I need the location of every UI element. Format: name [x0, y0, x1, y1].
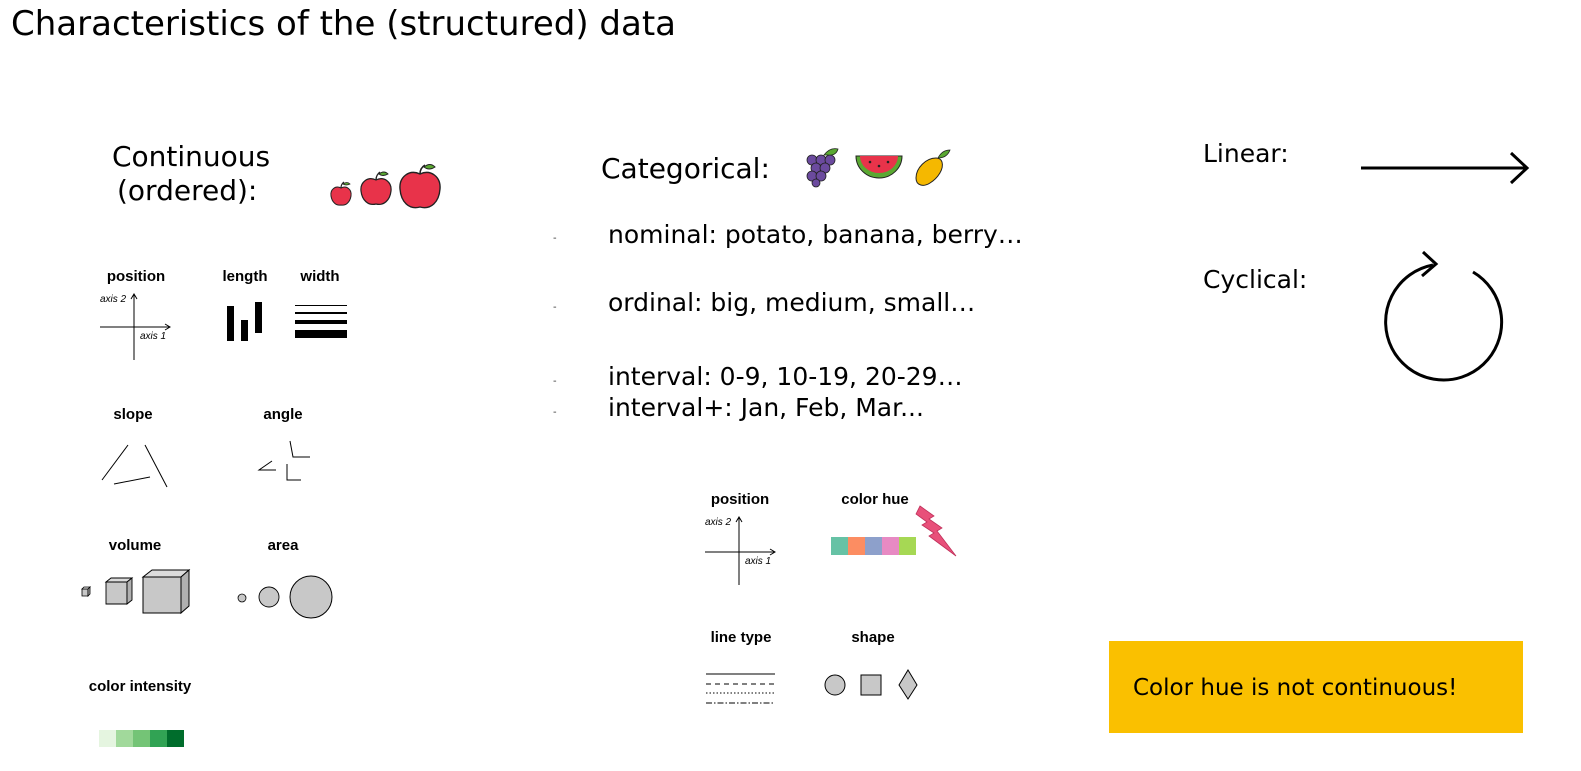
- hue-swatch: [831, 537, 848, 555]
- apple-icon-large: [399, 164, 441, 209]
- categorical-axis1-label: axis 1: [745, 556, 772, 567]
- page-title: Characteristics of the (structured) data: [11, 4, 676, 44]
- color-intensity-label: color intensity: [88, 678, 192, 695]
- line-type-label: line type: [710, 629, 772, 646]
- apple-icon-medium: [360, 171, 392, 205]
- hue-swatch: [882, 537, 899, 555]
- circle-shape-icon: [824, 674, 846, 696]
- length-bars-icon: [227, 302, 262, 341]
- cube-icon-large: [141, 568, 191, 615]
- apple-icon: [330, 164, 441, 209]
- diamond-shape-icon: [898, 669, 918, 700]
- continuous-heading-line1: Continuous: [112, 140, 271, 173]
- width-label: width: [300, 268, 340, 285]
- watermelon-icon: [855, 155, 903, 179]
- color-intensity-swatches: [99, 730, 184, 747]
- grapes-icon: [806, 148, 839, 188]
- cyclical-arrow-icon: [1384, 250, 1504, 382]
- color-hue-swatches: [831, 537, 916, 555]
- ordinal-line: ordinal: big, medium, small…: [608, 288, 976, 317]
- intensity-swatch: [150, 730, 167, 747]
- hue-swatch: [899, 537, 916, 555]
- cyclical-label: Cyclical:: [1203, 265, 1308, 294]
- mango-icon: [915, 149, 951, 186]
- cube-icon-small: [81, 586, 91, 597]
- continuous-position-axes-icon: [100, 293, 171, 360]
- intensity-swatch: [99, 730, 116, 747]
- length-label: length: [222, 268, 268, 285]
- cube-icon-medium: [104, 577, 134, 605]
- shape-icons: [824, 669, 918, 700]
- categorical-heading: Categorical:: [601, 152, 770, 185]
- volume-label: volume: [108, 537, 162, 554]
- linear-arrow-icon: [1361, 151, 1530, 185]
- continuous-position-label: position: [106, 268, 166, 285]
- volume-cubes-icon: [81, 568, 191, 615]
- categorical-axis2-label: axis 2: [705, 517, 732, 528]
- linear-label: Linear:: [1203, 139, 1289, 168]
- square-shape-icon: [860, 674, 882, 696]
- width-lines-icon: [295, 305, 347, 338]
- slope-lines-icon: [101, 444, 168, 488]
- fruit-icons: [806, 148, 951, 188]
- slope-label: slope: [113, 406, 153, 423]
- lightning-icon: [915, 505, 957, 557]
- area-label: area: [267, 537, 299, 554]
- note-box: Color hue is not continuous!: [1109, 641, 1523, 733]
- continuous-axis1-label: axis 1: [140, 331, 167, 342]
- angle-lines-icon: [257, 440, 310, 481]
- interval-plus-line: interval+: Jan, Feb, Mar...: [608, 393, 924, 422]
- line-type-icon: [706, 673, 775, 704]
- bullet-dash: -: [553, 376, 557, 387]
- intensity-swatch: [167, 730, 184, 747]
- color-hue-label: color hue: [841, 491, 909, 508]
- bullet-dash: -: [553, 233, 557, 244]
- bullet-dash: -: [553, 302, 557, 313]
- note-text: Color hue is not continuous!: [1133, 675, 1458, 701]
- nominal-line: nominal: potato, banana, berry…: [608, 220, 1023, 249]
- hue-swatch: [848, 537, 865, 555]
- categorical-position-label: position: [710, 491, 770, 508]
- continuous-heading-line2: (ordered):: [117, 174, 258, 207]
- categorical-position-axes-icon: [705, 516, 776, 585]
- hue-swatch: [865, 537, 882, 555]
- shape-label: shape: [851, 629, 895, 646]
- bullet-dash: -: [553, 407, 557, 418]
- area-circles-icon: [237, 575, 333, 619]
- intensity-swatch: [133, 730, 150, 747]
- interval-line: interval: 0-9, 10-19, 20-29…: [608, 362, 963, 391]
- apple-icon-small: [330, 181, 352, 206]
- continuous-axis2-label: axis 2: [100, 294, 127, 305]
- intensity-swatch: [116, 730, 133, 747]
- angle-label: angle: [263, 406, 303, 423]
